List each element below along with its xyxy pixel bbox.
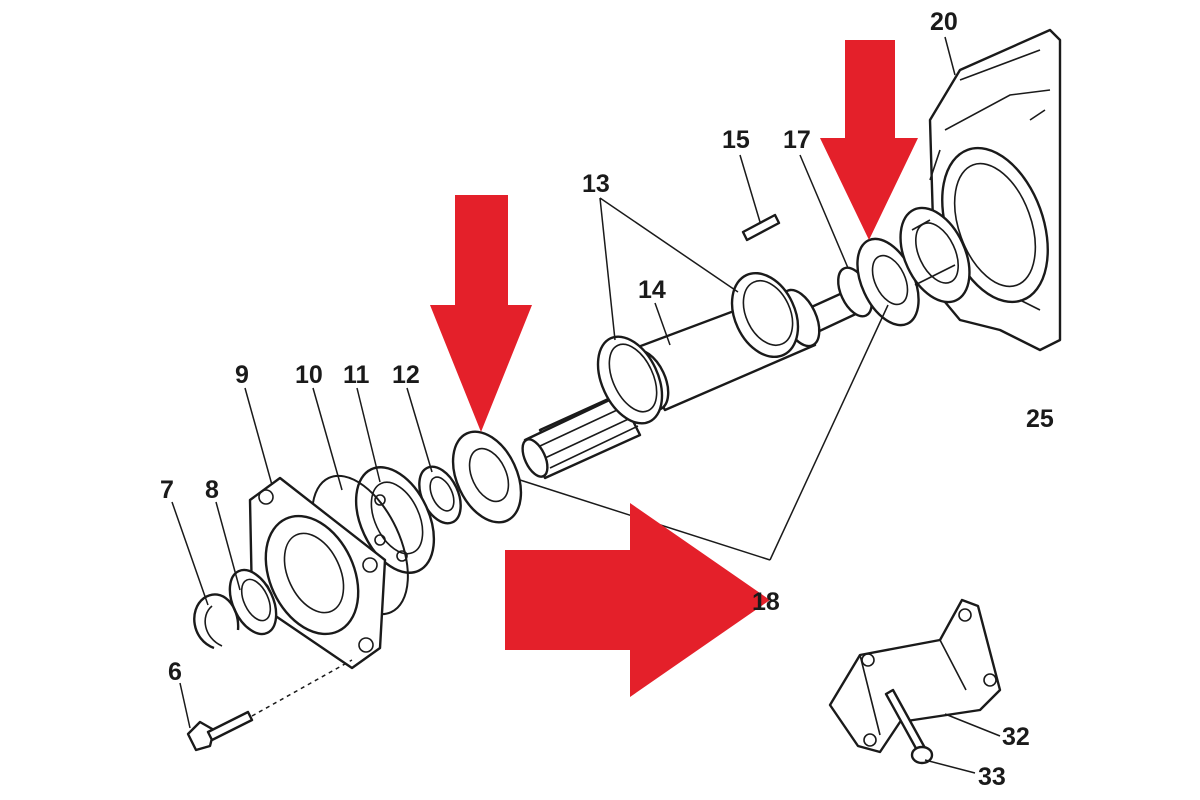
seal-8 (228, 568, 278, 636)
callout-32: 32 (1002, 723, 1030, 751)
bolt-6 (186, 659, 353, 752)
callout-13: 13 (582, 170, 610, 198)
callout-10: 10 (295, 361, 323, 389)
callout-6: 6 (168, 658, 182, 686)
callout-17: 17 (783, 126, 811, 154)
shaft-14 (521, 266, 877, 480)
callout-33: 33 (978, 763, 1006, 791)
callout-8: 8 (205, 476, 219, 504)
callout-15: 15 (722, 126, 750, 154)
callout-14: 14 (638, 276, 666, 304)
arrow-shape (430, 195, 532, 432)
leader-lines (171, 36, 1001, 774)
callout-18: 18 (752, 588, 780, 616)
callout-20: 20 (930, 8, 958, 36)
pin-15 (741, 213, 781, 242)
red-arrow-down-left (430, 195, 532, 432)
callout-11: 11 (343, 361, 370, 389)
circlip-7 (193, 593, 240, 650)
bracket-32 (828, 598, 1002, 754)
callout-12: 12 (392, 361, 420, 389)
bearing-11 (354, 466, 436, 574)
red-arrow-right (505, 503, 770, 697)
flange-9 (248, 476, 387, 670)
callout-25: 25 (1026, 405, 1054, 433)
red-arrow-down-right (820, 40, 918, 240)
callout-labels: 6 7 8 9 10 11 12 13 14 15 17 18 20 25 32… (160, 8, 1054, 791)
ring-13a (596, 335, 664, 425)
callout-9: 9 (235, 361, 249, 389)
bolt-33 (884, 688, 934, 765)
bearing-near-housing (899, 206, 971, 304)
callout-7: 7 (160, 476, 174, 504)
ring-13b (730, 271, 800, 359)
washer-18 (451, 430, 523, 524)
